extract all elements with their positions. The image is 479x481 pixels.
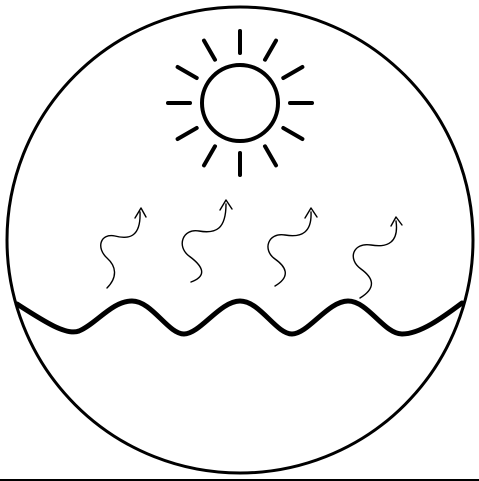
sun-ray xyxy=(178,67,197,78)
sun-ray xyxy=(178,128,197,139)
sun-rays xyxy=(168,31,312,175)
sun-ray xyxy=(283,128,302,139)
sun-ray xyxy=(204,41,215,60)
vapor-arrow-icon xyxy=(101,208,146,288)
sun-ray xyxy=(283,67,302,78)
vapor-arrows xyxy=(101,200,402,298)
sun-ray xyxy=(265,41,276,60)
frame-circle xyxy=(7,7,473,473)
vapor-arrow-icon xyxy=(268,208,317,286)
sun-ray xyxy=(204,146,215,165)
water-wave xyxy=(17,301,462,334)
sun-icon xyxy=(168,31,312,175)
sun-ray xyxy=(265,146,276,165)
sun-disk xyxy=(202,65,278,141)
vapor-arrow-icon xyxy=(353,217,402,298)
vapor-arrow-icon xyxy=(182,200,232,282)
